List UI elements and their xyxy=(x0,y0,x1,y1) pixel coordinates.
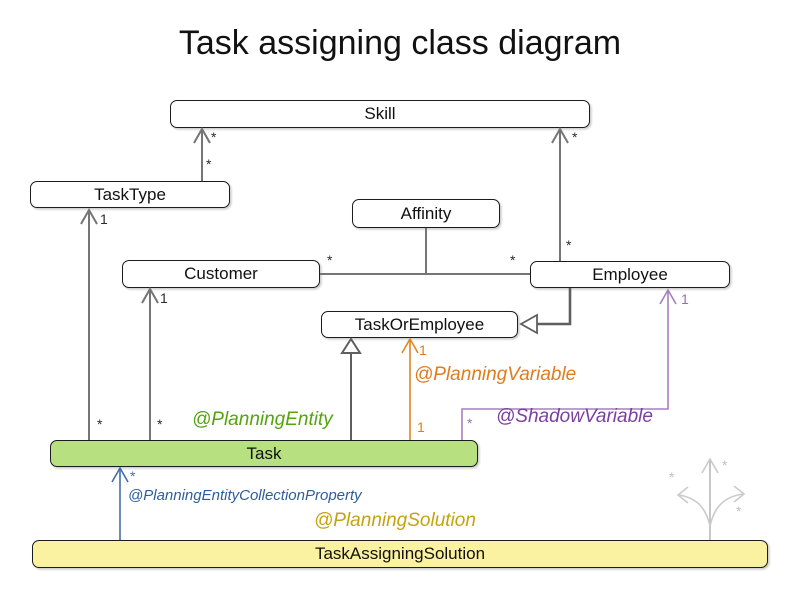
multiplicity-label: * xyxy=(736,503,742,519)
hollow-triangle-left-icon xyxy=(519,313,538,335)
multiplicity-label: 1 xyxy=(100,211,108,227)
class-label-skill: Skill xyxy=(364,104,396,123)
arrowhead-up-icon xyxy=(141,286,159,304)
class-box-taskoremployee: TaskOrEmployee xyxy=(321,311,518,338)
annotation-planning-variable: @PlanningVariable xyxy=(414,364,577,385)
arrowhead-up-icon xyxy=(401,337,419,354)
multiplicity-label: * xyxy=(669,469,675,485)
arrowhead-up-icon xyxy=(659,288,677,305)
class-label-tasktype: TaskType xyxy=(94,184,166,204)
class-label-taskoremployee: TaskOrEmployee xyxy=(354,314,485,334)
arrowhead-up-icon xyxy=(111,466,129,483)
association-tasktype-skill xyxy=(193,126,211,181)
multiplicity-label: * xyxy=(327,252,333,268)
multiplicity-label: * xyxy=(130,468,136,484)
annotation-shadow-variable: @ShadowVariable xyxy=(496,406,653,427)
class-box-employee: Employee xyxy=(530,261,730,288)
association-task-customer xyxy=(141,286,159,440)
arrowhead-up-icon xyxy=(80,207,98,225)
class-box-task: Task xyxy=(50,440,478,467)
multiplicity-label: 1 xyxy=(160,290,168,306)
multiplicity-label: 1 xyxy=(417,419,425,435)
class-box-taskassigningsolution: TaskAssigningSolution xyxy=(32,540,768,568)
planning-variable-link xyxy=(401,337,419,440)
class-box-skill: Skill xyxy=(170,100,590,128)
multiplicity-label: * xyxy=(206,156,212,172)
arrowhead-up-icon xyxy=(193,126,211,144)
multiplicity-label: 1 xyxy=(419,342,427,358)
planning-entity-collection-link xyxy=(111,466,129,540)
annotation-planning-entity: @PlanningEntity xyxy=(192,409,333,430)
inheritance-employee-taskoremployee xyxy=(519,288,572,335)
multiplicity-label: 1 xyxy=(681,291,689,307)
class-label-task: Task xyxy=(246,443,282,463)
association-customer-employee xyxy=(320,228,530,275)
annotation-planning-solution: @PlanningSolution xyxy=(314,510,476,531)
arrowhead-up-icon xyxy=(551,126,569,144)
arrowhead-up-icon xyxy=(701,457,719,474)
multiplicity-label: * xyxy=(566,237,572,253)
multiplicity-label: * xyxy=(722,457,728,473)
diagram-title: Task assigning class diagram xyxy=(178,24,622,62)
multiplicity-label: * xyxy=(572,129,578,145)
multiplicity-label: * xyxy=(510,252,516,268)
class-label-customer: Customer xyxy=(184,264,258,283)
inheritance-task-taskoremployee xyxy=(340,337,362,440)
multiplicity-label: * xyxy=(211,129,217,145)
annotation-planning-entity-collection-property: @PlanningEntityCollectionProperty xyxy=(128,487,362,504)
class-label-affinity: Affinity xyxy=(400,203,452,223)
class-box-tasktype: TaskType xyxy=(30,181,230,208)
hollow-triangle-icon xyxy=(340,337,362,354)
faded-association-fork xyxy=(676,457,746,540)
class-label-taskassigningsolution: TaskAssigningSolution xyxy=(314,544,486,563)
class-box-affinity: Affinity xyxy=(352,199,500,228)
association-task-tasktype xyxy=(80,207,98,440)
multiplicity-label: * xyxy=(467,415,473,431)
class-box-customer: Customer xyxy=(122,260,320,288)
multiplicity-label: * xyxy=(97,416,103,432)
multiplicity-label: * xyxy=(157,416,163,432)
arrowhead-left-icon xyxy=(676,486,689,504)
arrowhead-right-icon xyxy=(733,485,746,503)
class-label-employee: Employee xyxy=(592,264,668,284)
